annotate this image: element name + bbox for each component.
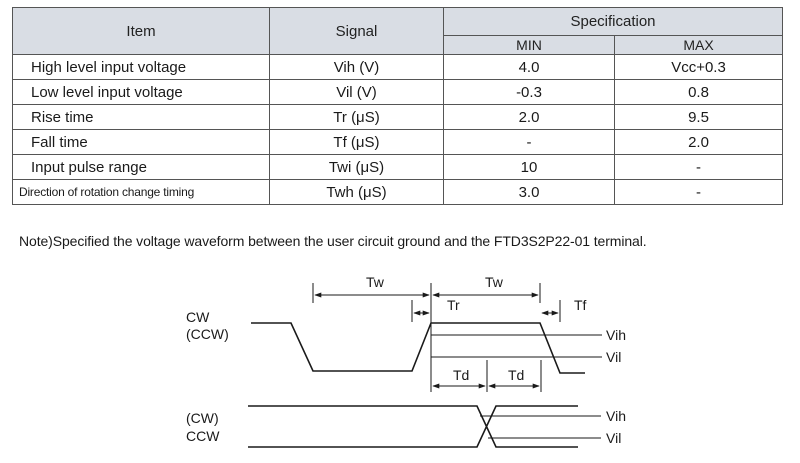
vil-label-bottom: Vil: [606, 430, 621, 446]
bottom-waveform-high-to-low: [248, 405, 578, 448]
min-cell: 3.0: [443, 179, 615, 205]
table-row: Direction of rotation change timing Twh …: [12, 179, 783, 205]
td-label-2: Td: [508, 367, 524, 383]
ccw-label: CCW: [186, 428, 220, 444]
max-cell: 0.8: [614, 79, 783, 105]
top-waveform: [251, 322, 585, 374]
item-cell: High level input voltage: [12, 54, 270, 80]
ccw-paren-label: (CCW): [186, 326, 229, 342]
min-cell: -0.3: [443, 79, 615, 105]
signal-cell: Tr (μS): [269, 104, 444, 130]
table-row: Low level input voltage Vil (V) -0.3 0.8: [12, 79, 783, 105]
max-header: MAX: [614, 35, 783, 55]
vih-label-bottom: Vih: [606, 408, 626, 424]
signal-cell: Vil (V): [269, 79, 444, 105]
min-header: MIN: [443, 35, 615, 55]
item-header: Item: [12, 7, 270, 55]
item-cell: Rise time: [12, 104, 270, 130]
table-row: Fall time Tf (μS) - 2.0: [12, 129, 783, 155]
max-cell: -: [614, 179, 783, 205]
table-row: Input pulse range Twi (μS) 10 -: [12, 154, 783, 180]
max-cell: Vcc+0.3: [614, 54, 783, 80]
tw-label-2: Tw: [485, 274, 504, 290]
vil-label: Vil: [606, 349, 621, 365]
table-row: Rise time Tr (μS) 2.0 9.5: [12, 104, 783, 130]
tr-label: Tr: [447, 297, 460, 313]
bottom-waveform-low-to-high: [248, 405, 578, 448]
vih-label: Vih: [606, 327, 626, 343]
table-row: High level input voltage Vih (V) 4.0 Vcc…: [12, 54, 783, 80]
signal-cell: Vih (V): [269, 54, 444, 80]
note-text: Note)Specified the voltage waveform betw…: [19, 233, 647, 249]
signal-cell: Tf (μS): [269, 129, 444, 155]
min-cell: -: [443, 129, 615, 155]
td-label-1: Td: [453, 367, 469, 383]
min-cell: 4.0: [443, 54, 615, 80]
item-cell: Direction of rotation change timing: [12, 179, 270, 205]
tf-label: Tf: [574, 297, 587, 313]
signal-cell: Twh (μS): [269, 179, 444, 205]
cw-paren-label: (CW): [186, 410, 219, 426]
tw-label-1: Tw: [366, 274, 385, 290]
cw-label: CW: [186, 309, 210, 325]
item-cell: Low level input voltage: [12, 79, 270, 105]
specification-table: Item Signal Specification MIN MAX High l…: [12, 7, 783, 205]
item-cell: Input pulse range: [12, 154, 270, 180]
